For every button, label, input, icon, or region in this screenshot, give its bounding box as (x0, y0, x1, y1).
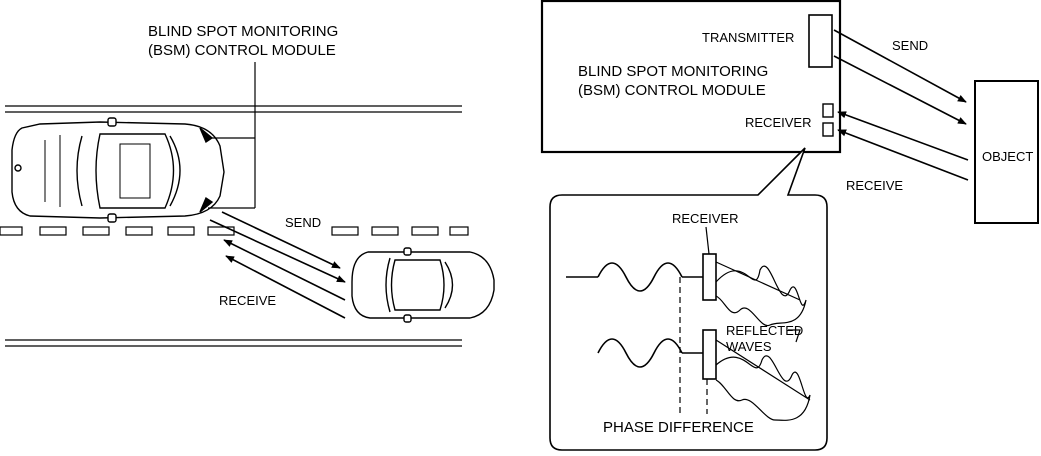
receiver-element-2 (822, 122, 834, 137)
reflected-waves-label-line2: WAVES (726, 339, 772, 354)
lower-reflected-waves (715, 339, 811, 421)
right-send-arrows (833, 29, 967, 125)
module-leader-line (208, 62, 256, 209)
phase-difference-label: PHASE DIFFERENCE (603, 419, 754, 436)
module-receiver-label: RECEIVER (745, 115, 811, 130)
left-send-label: SEND (285, 215, 321, 230)
object-label: OBJECT (982, 149, 1033, 164)
receiver-pointer-line (705, 226, 710, 255)
left-receive-label: RECEIVE (219, 293, 276, 308)
object-box (974, 80, 1039, 224)
upper-reflected-waves (715, 261, 807, 326)
phase-dashed-lines (679, 277, 708, 414)
detail-receiver-label: RECEIVER (672, 211, 738, 226)
module-block-diagram: TRANSMITTER BLIND SPOT MONITORING (BSM) … (540, 0, 1039, 224)
left-module-label-line1: BLIND SPOT MONITORING (148, 23, 338, 40)
road-scene: BLIND SPOT MONITORING (BSM) CONTROL MODU… (0, 23, 495, 347)
upper-receiver-element (702, 253, 717, 301)
host-car (11, 117, 225, 223)
right-module-label-line1: BLIND SPOT MONITORING (578, 63, 768, 80)
other-car (351, 247, 495, 323)
transmitter-label: TRANSMITTER (702, 30, 794, 45)
left-module-label-line2: (BSM) CONTROL MODULE (148, 42, 336, 59)
upper-wave (566, 262, 703, 292)
reflected-waves-label-line1: REFLECTED (726, 323, 803, 338)
right-module-label-line2: (BSM) CONTROL MODULE (578, 82, 766, 99)
left-send-arrows (209, 211, 346, 283)
detail-callout: RECEIVER REFLECTE (549, 147, 828, 451)
lower-receiver-element (702, 329, 717, 380)
reflected-pointer (788, 329, 801, 343)
left-receive-arrows (223, 239, 346, 319)
right-receive-label: RECEIVE (846, 178, 903, 193)
lane-divider (0, 226, 469, 236)
receiver-element-1 (822, 103, 834, 118)
transmitter-element (808, 14, 833, 68)
callout-bubble (549, 147, 828, 451)
right-send-label: SEND (892, 38, 928, 53)
lower-wave (597, 338, 703, 368)
bsm-module-box (540, 0, 842, 154)
right-receive-arrows (837, 111, 969, 181)
